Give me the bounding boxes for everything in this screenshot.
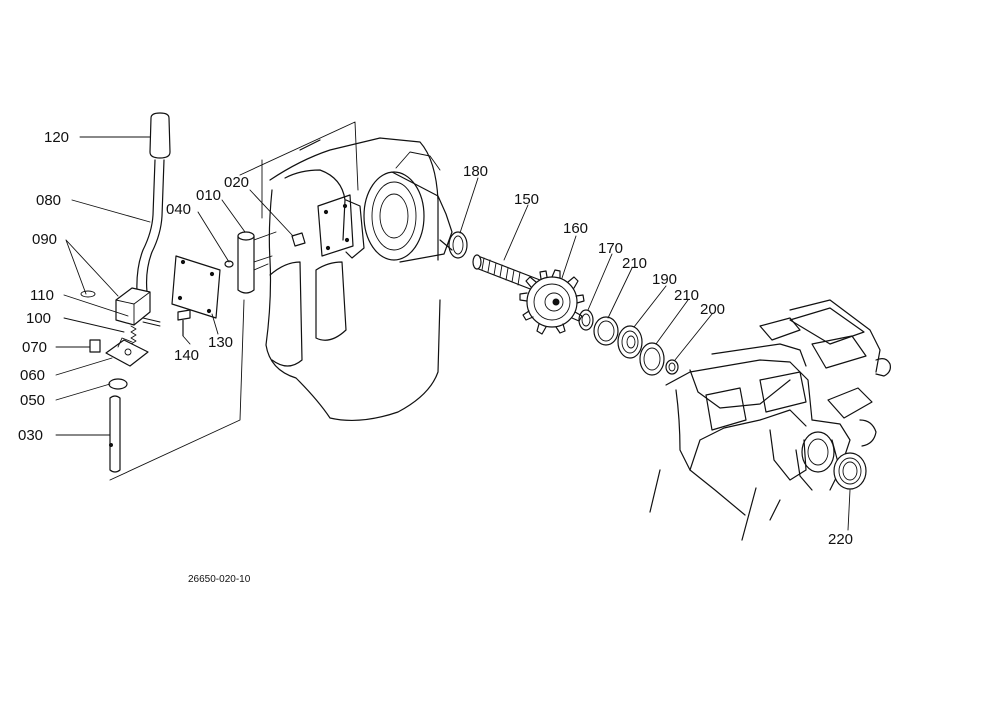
callout-060: 060 xyxy=(20,367,45,384)
shift-shaft xyxy=(109,395,121,473)
shaft-parts xyxy=(448,231,679,376)
lever-block xyxy=(115,287,151,326)
ring-170 xyxy=(578,309,594,331)
ring-200 xyxy=(665,359,679,375)
gear-160 xyxy=(519,269,585,335)
callout-220: 220 xyxy=(828,531,853,548)
callout-160: 160 xyxy=(563,220,588,237)
callout-200: 200 xyxy=(700,301,725,318)
callout-150: 150 xyxy=(514,191,539,208)
callout-070: 070 xyxy=(22,339,47,356)
callout-140: 140 xyxy=(174,347,199,364)
callout-170: 170 xyxy=(598,240,623,257)
callout-010: 010 xyxy=(196,187,221,204)
callout-080: 080 xyxy=(36,192,61,209)
callout-050: 050 xyxy=(20,392,45,409)
shift-lever-assembly xyxy=(80,112,171,473)
drawing-code: 26650-020-10 xyxy=(188,574,251,585)
snap-ring-210b xyxy=(639,342,665,376)
spring xyxy=(130,325,137,345)
callout-040: 040 xyxy=(166,201,191,218)
rear-housing xyxy=(649,299,891,541)
callout-120: 120 xyxy=(44,129,69,146)
callout-210a: 210 xyxy=(622,255,647,272)
callout-210b: 210 xyxy=(674,287,699,304)
callout-020: 020 xyxy=(224,174,249,191)
callout-100: 100 xyxy=(26,310,51,327)
leader-lines xyxy=(55,136,851,531)
pin-090 xyxy=(80,290,96,298)
transmission-case xyxy=(265,137,453,422)
callout-180: 180 xyxy=(463,163,488,180)
callout-090: 090 xyxy=(32,231,57,248)
callout-labels: 120 080 090 110 100 070 060 050 030 040 … xyxy=(18,129,853,585)
key-020 xyxy=(291,232,306,247)
bracket-group xyxy=(109,121,359,481)
pivot-sleeve xyxy=(237,235,255,294)
bracket-plate xyxy=(105,339,149,367)
callout-030: 030 xyxy=(18,427,43,444)
snap-ring-210a xyxy=(593,316,619,346)
bolt-140 xyxy=(177,309,191,336)
pin-040 xyxy=(224,260,234,268)
bolt-070 xyxy=(89,339,101,353)
circlip-180 xyxy=(448,231,468,259)
callout-110: 110 xyxy=(30,287,54,304)
lever-knob xyxy=(149,112,171,159)
callout-190: 190 xyxy=(652,271,677,288)
shift-lever xyxy=(136,159,165,293)
washer-050 xyxy=(108,378,128,390)
spring-pin xyxy=(142,317,161,327)
cover-plate xyxy=(171,255,221,319)
callout-130: 130 xyxy=(208,334,233,351)
